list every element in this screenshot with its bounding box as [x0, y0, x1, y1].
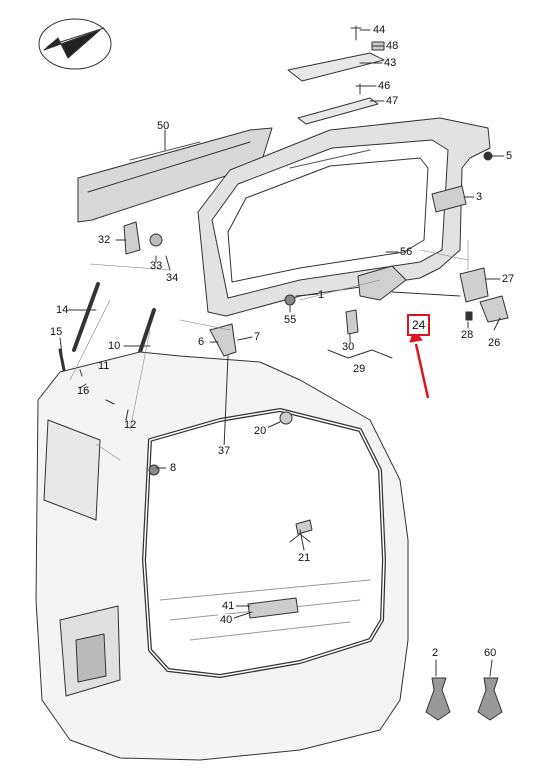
callout-46: 46: [378, 80, 391, 92]
callout-40: 40: [218, 614, 235, 626]
car-arrow-logo-icon: [38, 18, 112, 70]
callout-20: 20: [252, 425, 269, 437]
callout-48: 48: [386, 40, 399, 52]
callout-3: 3: [476, 191, 483, 203]
callout-12: 12: [124, 419, 137, 431]
callout-26: 26: [488, 337, 501, 349]
callout-8: 8: [168, 462, 179, 474]
callout-11: 11: [98, 360, 110, 372]
callout-34: 34: [166, 272, 179, 284]
callout-7: 7: [254, 331, 261, 343]
callout-41: 41: [220, 600, 237, 612]
callout-30: 30: [342, 341, 355, 353]
callout-24-highlighted[interactable]: 24: [407, 314, 431, 336]
callout-32: 32: [98, 234, 111, 246]
callout-2: 2: [432, 647, 439, 659]
callout-5: 5: [506, 150, 513, 162]
callout-27: 27: [502, 273, 515, 285]
callout-28: 28: [461, 329, 474, 341]
callout-14: 14: [56, 304, 69, 316]
callout-47: 47: [386, 95, 399, 107]
callout-33: 33: [150, 260, 163, 272]
callout-29: 29: [353, 363, 366, 375]
callout-6: 6: [198, 336, 205, 348]
callout-10: 10: [108, 340, 121, 352]
callout-56: 56: [400, 246, 413, 258]
callout-55: 55: [284, 314, 297, 326]
callout-43: 43: [384, 57, 397, 69]
callout-44: 44: [373, 24, 386, 36]
callout-16: 16: [77, 385, 90, 397]
callout-50: 50: [157, 120, 170, 132]
callout-1: 1: [318, 289, 325, 301]
highlight-arrow: [409, 328, 430, 399]
callout-21: 21: [296, 552, 313, 564]
callout-60: 60: [484, 647, 497, 659]
callout-15: 15: [50, 326, 63, 338]
callout-37: 37: [216, 445, 233, 457]
